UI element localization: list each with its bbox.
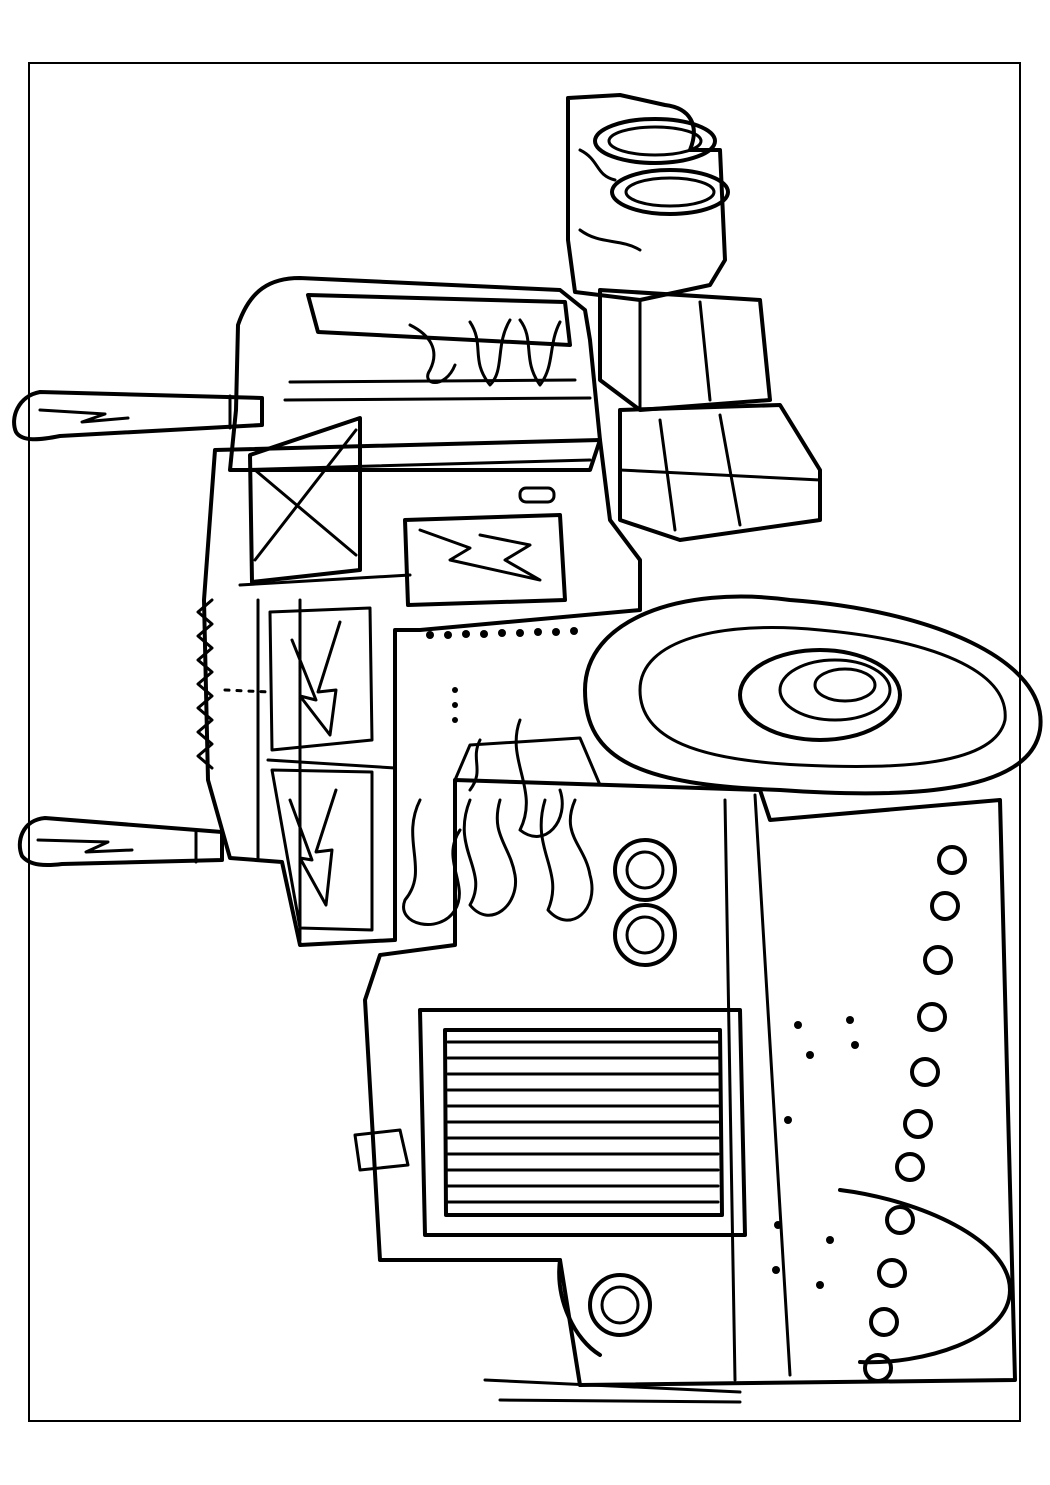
rear-wheel	[483, 1188, 1012, 1404]
hood-bolts	[772, 1016, 859, 1289]
rear-stacks	[566, 93, 822, 542]
exhaust-stack-lower	[17, 816, 224, 867]
grille-slats	[446, 1040, 720, 1204]
hood	[363, 718, 1017, 1387]
cab-body	[196, 438, 642, 947]
radiator-grille	[353, 1008, 747, 1237]
front-wheel	[583, 594, 1043, 796]
cab-rivets	[426, 627, 578, 723]
exhaust-stack-upper	[12, 390, 264, 442]
sleeper-roof	[228, 276, 602, 607]
page-border	[28, 62, 1021, 1422]
bumper-rivets	[863, 845, 967, 1383]
